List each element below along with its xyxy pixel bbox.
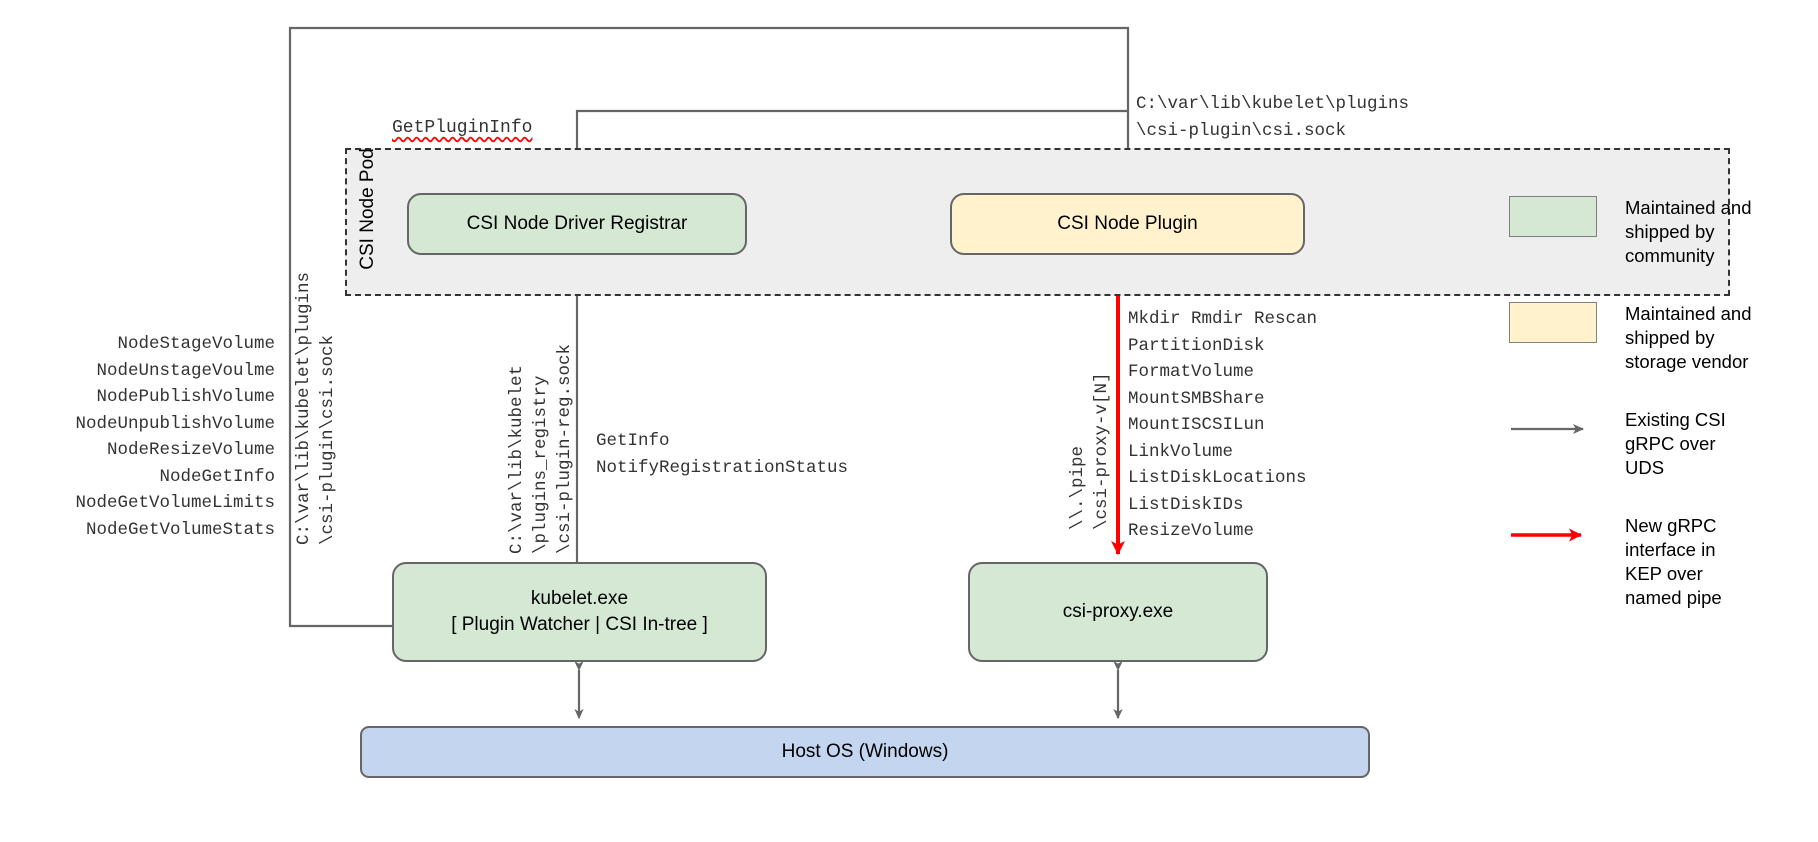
label-get-plugin-info: GetPluginInfo [392,118,533,138]
legend-item-community: Maintained and shipped by community [1509,196,1809,268]
legend-item-existing-uds: Existing CSI gRPC over UDS [1509,408,1809,480]
label-csi-proxy-named-pipe-path: \\.\pipe \csi-proxy-v[N] [1068,372,1112,530]
legend-label: New gRPC interface in KEP over named pip… [1625,515,1722,608]
node-host-os[interactable]: Host OS (Windows) [360,726,1370,778]
node-label-secondary: [ Plugin Watcher | CSI In-tree ] [451,614,708,635]
label-registration-rpc-list: GetInfo NotifyRegistrationStatus [596,431,849,478]
red-arrow-icon [1509,514,1597,555]
node-label: CSI Node Plugin [1057,213,1198,235]
label-node-service-rpc-list: NodeStageVolume NodeUnstageVoulme NodePu… [75,334,275,540]
grey-arrow-icon [1509,408,1597,449]
node-kubelet-exe[interactable]: kubelet.exe [ Plugin Watcher | CSI In-tr… [392,562,767,662]
legend-label: Maintained and shipped by community [1625,197,1752,266]
label-kubelet-plugin-socket-path: C:\var\lib\kubelet\plugins \csi-plugin\c… [294,271,338,545]
legend-item-storage-vendor: Maintained and shipped by storage vendor [1509,302,1809,374]
legend-label: Existing CSI gRPC over UDS [1625,409,1726,478]
legend-item-new-named-pipe: New gRPC interface in KEP over named pip… [1509,514,1809,610]
legend-label: Maintained and shipped by storage vendor [1625,303,1752,372]
node-csi-node-plugin[interactable]: CSI Node Plugin [950,193,1305,255]
node-label-primary: kubelet.exe [530,588,629,610]
label-csi-sock-path: C:\var\lib\kubelet\plugins \csi-plugin\c… [1136,94,1410,141]
yellow-swatch-icon [1509,302,1597,343]
label-plugins-registry-socket-path: C:\var\lib\kubelet \plugins_registry \cs… [507,343,575,554]
node-label: Host OS (Windows) [781,741,949,763]
green-swatch-icon [1509,196,1597,237]
node-csi-proxy-exe[interactable]: csi-proxy.exe [968,562,1268,662]
legend: Maintained and shipped by community Main… [1509,196,1809,644]
node-csi-node-driver-registrar[interactable]: CSI Node Driver Registrar [407,193,747,255]
node-label: CSI Node Driver Registrar [466,213,688,235]
csi-node-pod-label: CSI Node Pod [357,148,378,270]
label-csi-proxy-rpc-list: Mkdir Rmdir Rescan PartitionDisk FormatV… [1128,309,1318,541]
node-label: csi-proxy.exe [1062,601,1174,623]
